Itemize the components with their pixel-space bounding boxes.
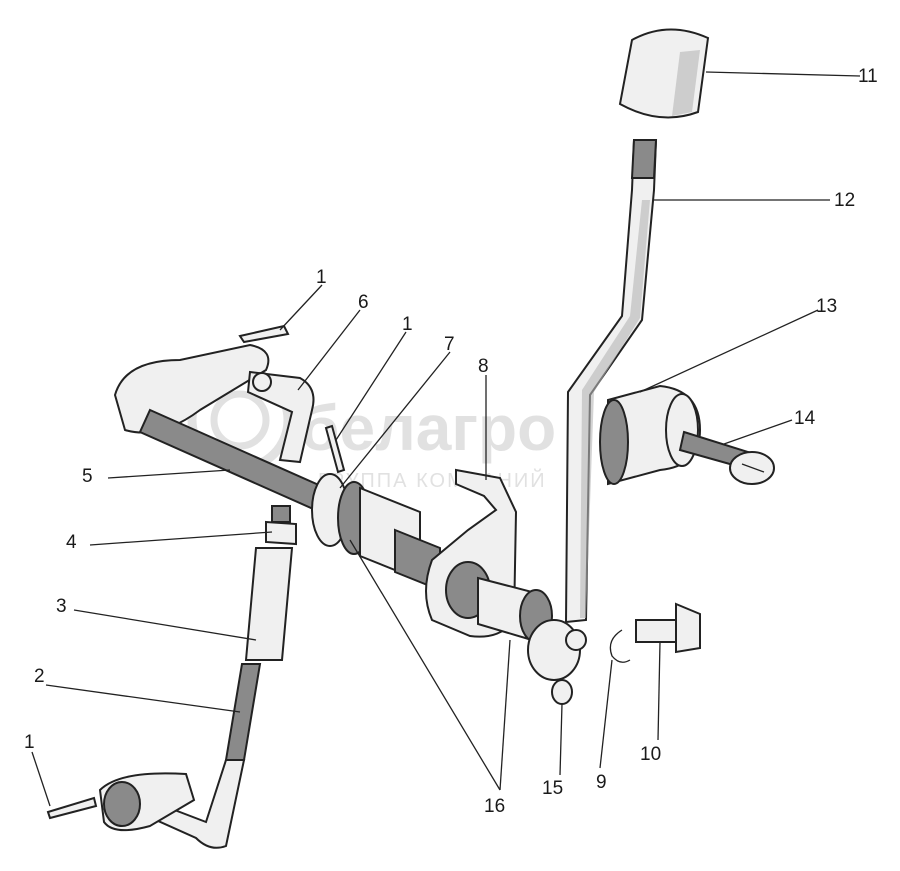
bolt-part-10: [635, 602, 701, 654]
watermark: белагро ГРУППА КОМПАНИЙ: [187, 367, 556, 492]
rod-part-2: [154, 663, 262, 849]
callout-1-bottom: 1: [24, 732, 35, 753]
bolt-part-14: [678, 430, 775, 485]
callout-labels: 1 2 3 4 5 6 1 7 8 9 10 11 12 13 14 15 16…: [24, 66, 878, 817]
callout-7: 7: [444, 334, 455, 355]
cotter-pin-part-1-mid: [324, 424, 346, 474]
callout-5: 5: [82, 466, 93, 487]
callout-4: 4: [66, 532, 77, 553]
retaining-ring-part-9: [609, 629, 631, 663]
turnbuckle-part-4: [265, 505, 297, 546]
shaft-part-5: [113, 343, 332, 514]
clip-part-15: [551, 679, 573, 705]
callout-10: 10: [640, 744, 661, 765]
callout-6: 6: [358, 292, 369, 313]
lower-bracket: [98, 772, 196, 832]
callout-13: 13: [816, 296, 837, 317]
callout-1-top: 1: [316, 267, 327, 288]
collar-part-16b: [477, 576, 587, 681]
callout-1-mid: 1: [402, 314, 413, 335]
lever-rod-part-12: [564, 139, 658, 624]
callout-16: 16: [484, 796, 505, 817]
callout-9: 9: [596, 772, 607, 793]
callout-11: 11: [858, 66, 878, 87]
cotter-pin-part-1-bottom: [46, 796, 98, 820]
callout-14: 14: [794, 408, 816, 429]
knob-part-11: [618, 28, 710, 119]
sleeve-part-3: [244, 547, 294, 661]
callout-3: 3: [56, 596, 67, 617]
watermark-brand: белагро: [300, 392, 556, 464]
callout-12: 12: [834, 190, 855, 211]
link-arm-part-6: [246, 370, 315, 464]
cotter-pin-part-1-top: [238, 324, 290, 344]
leader-lines: [31, 71, 861, 807]
callout-2: 2: [34, 666, 45, 687]
bushing-part-13: [599, 384, 702, 486]
callout-8: 8: [478, 356, 489, 377]
callout-15: 15: [542, 778, 563, 799]
watermark-logo-ring-inner: [210, 390, 270, 450]
